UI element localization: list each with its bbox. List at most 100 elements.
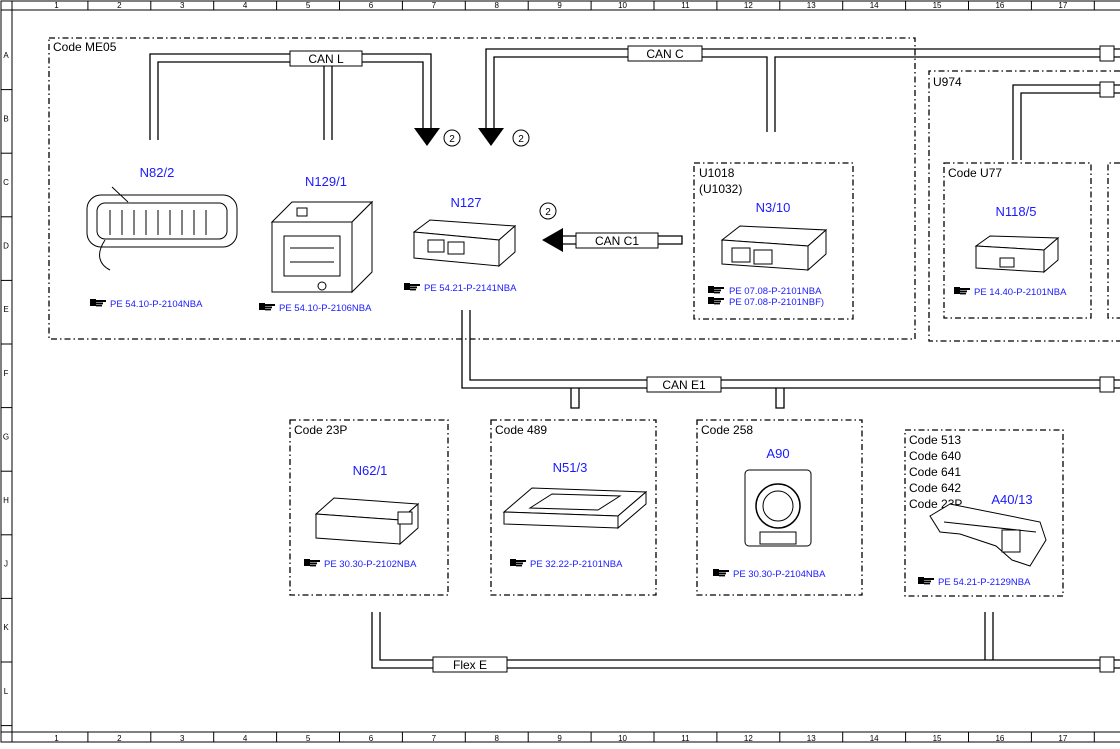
ruler-col-top-1: 1 [54,1,59,10]
n118-5-drawing [974,235,1060,274]
ruler-row-C: C [3,178,9,187]
a90-name: A90 [766,446,789,461]
n3-10-ref-2[interactable]: PE 07.08-P-2101NBF) [729,297,824,308]
ruler-row-D: D [3,242,9,251]
n51-3-drawing [502,487,648,530]
group-u77-label: Code U77 [948,166,1002,180]
n82-2-ref[interactable]: PE 54.10-P-2104NBA [110,299,203,310]
ruler-row-L: L [4,687,9,696]
flex-e-label: Flex E [453,658,487,672]
can-e1-label: CAN E1 [662,378,706,392]
n127-ref-icon [404,283,420,291]
component-n129-1: N129/1 PE 54.10-P-2106NBA [259,174,374,314]
n62-1-ref-icon [304,559,320,567]
n82-2-name: N82/2 [140,165,175,180]
ruler-col-bottom-4: 4 [243,734,248,743]
n51-3-name: N51/3 [553,460,588,475]
ruler-col-bottom-8: 8 [495,734,500,743]
ruler-col-bottom-17: 17 [1058,734,1067,743]
ruler-col-top-8: 8 [495,1,500,10]
component-n82-2: N82/2 PE 54.10-P-2104NBA [86,165,238,310]
component-a90: A90 PE 30.30-P-2104NBA [713,446,826,580]
group-multi-label-4: Code 642 [909,481,961,495]
component-a40-13: A40/13 PE 54.21-P-2129NBA [918,492,1047,588]
can-c1-bus: CAN C1 2 [539,202,683,252]
ruler-col-top-4: 4 [243,1,248,10]
n118-5-name: N118/5 [996,204,1037,219]
can-l-bus: CAN L 2 [149,50,461,147]
n3-10-ref-icon-1 [708,286,724,294]
ruler-row-A: A [3,51,9,60]
group-23p-frame [289,419,449,596]
can-c1-label: CAN C1 [595,234,639,248]
ruler-row-F: F [4,369,9,378]
n3-10-drawing [720,225,828,272]
ruler-col-bottom-10: 10 [618,734,627,743]
n129-1-name: N129/1 [305,174,347,189]
group-489-frame [490,419,657,596]
n127-ref[interactable]: PE 54.21-P-2141NBA [424,283,517,294]
marker-2-can-c1: 2 [545,207,551,218]
n51-3-ref[interactable]: PE 32.22-P-2101NBA [530,559,623,570]
n62-1-drawing [314,497,420,546]
ruler-col-bottom-11: 11 [681,734,690,743]
ruler-col-top-2: 2 [117,1,122,10]
ruler-row-K: K [3,623,9,632]
n127-name: N127 [450,195,481,210]
ruler-col-top-6: 6 [369,1,374,10]
ruler-col-bottom-6: 6 [369,734,374,743]
group-u974-frame [928,70,1120,342]
ruler-col-bottom-1: 1 [54,734,59,743]
ruler-row-B: B [3,114,8,123]
group-u974-inner-frame [1107,162,1120,319]
can-c-bus: CAN C 2 [478,45,1120,147]
ruler-col-top-12: 12 [744,1,753,10]
group-multi-label-1: Code 513 [909,433,961,447]
n82-2-drawing [86,186,238,271]
component-n127: N127 PE 54.21-P-2141NBA [404,195,517,294]
ruler-col-bottom-16: 16 [995,734,1004,743]
group-u974-label: U974 [933,75,962,89]
n3-10-ref-icon-2 [708,297,724,305]
ruler-col-bottom-5: 5 [306,734,311,743]
n118-5-ref-icon [954,287,970,295]
marker-2-can-l: 2 [449,134,455,145]
ruler-col-top-5: 5 [306,1,311,10]
group-23p-label: Code 23P [294,423,347,437]
n3-10-ref-1[interactable]: PE 07.08-P-2101NBA [729,286,822,297]
group-me05-frame [48,37,916,340]
can-c-label: CAN C [646,47,684,61]
a40-13-name: A40/13 [991,492,1032,507]
can-l-label: CAN L [308,52,344,66]
ruler-col-bottom-13: 13 [807,734,816,743]
ruler-col-top-13: 13 [807,1,816,10]
can-e1-bus: CAN E1 [461,310,1120,409]
n3-10-name: N3/10 [756,200,791,215]
flex-e-bus: Flex E [371,612,1120,673]
n62-1-ref[interactable]: PE 30.30-P-2102NBA [324,559,417,570]
n62-1-name: N62/1 [353,463,388,478]
ruler-row-J: J [4,560,8,569]
group-multi-label-3: Code 641 [909,465,961,479]
group-me05-label: Code ME05 [53,40,117,54]
group-multi-label-2: Code 640 [909,449,961,463]
n118-5-ref[interactable]: PE 14.40-P-2101NBA [974,287,1067,298]
n82-2-ref-icon [90,299,106,307]
ruler-col-top-11: 11 [681,1,690,10]
a90-ref[interactable]: PE 30.30-P-2104NBA [733,569,826,580]
n129-1-ref[interactable]: PE 54.10-P-2106NBA [279,303,372,314]
a40-13-ref[interactable]: PE 54.21-P-2129NBA [938,577,1031,588]
ruler-col-top-3: 3 [180,1,185,10]
component-n62-1: N62/1 PE 30.30-P-2102NBA [304,463,420,570]
a90-ref-icon [713,569,729,577]
ruler-col-top-14: 14 [870,1,879,10]
ruler-col-bottom-7: 7 [432,734,437,743]
a40-13-ref-icon [918,577,934,585]
ruler-col-top-15: 15 [933,1,942,10]
group-489-label: Code 489 [495,423,547,437]
component-n118-5: N118/5 PE 14.40-P-2101NBA [954,204,1067,298]
group-258-frame [696,419,863,596]
ruler-row-E: E [3,305,8,314]
